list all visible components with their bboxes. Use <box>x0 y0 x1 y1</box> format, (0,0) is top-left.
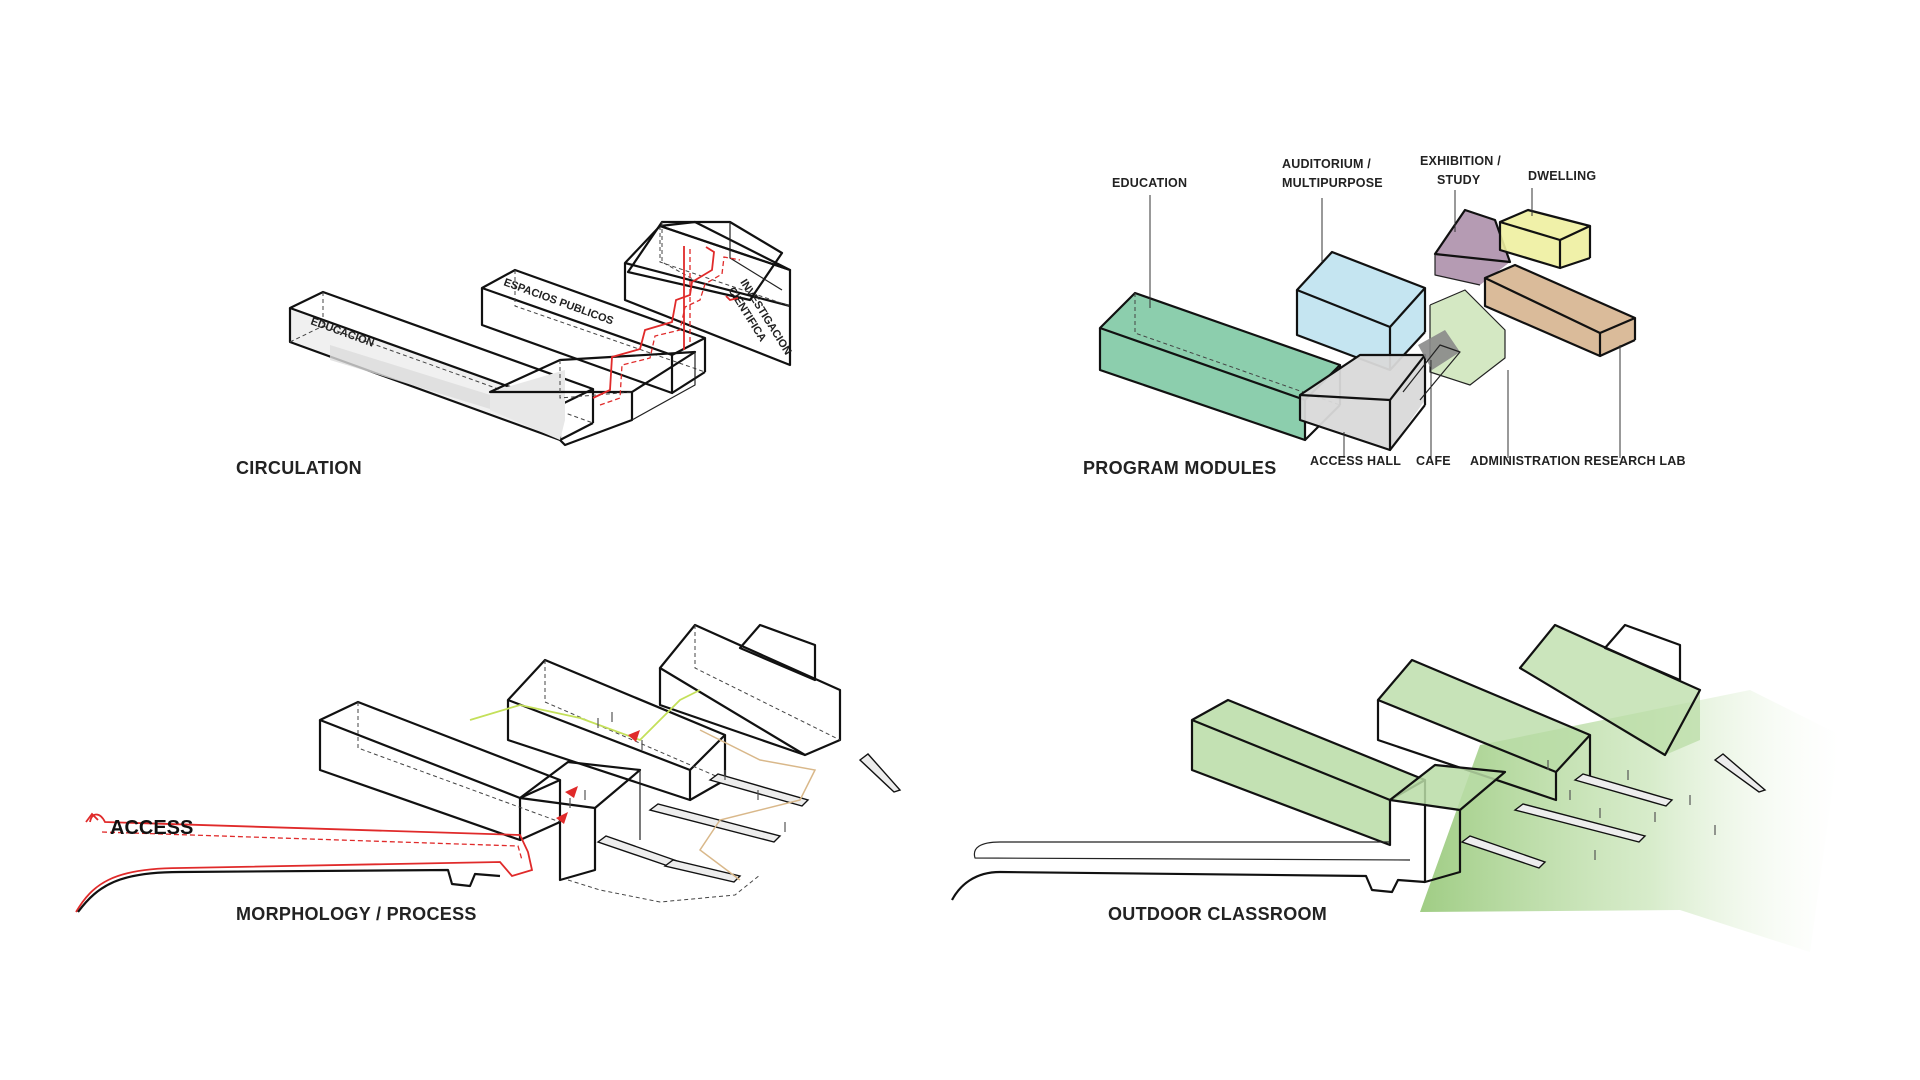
outdoor-ground-line <box>951 870 1426 901</box>
circulation-path <box>592 246 741 406</box>
caption-morphology: MORPHOLOGY / PROCESS <box>236 904 477 924</box>
investigacion-block: INVESTIGACION CIENTIFICA <box>623 220 794 367</box>
morph-ground-grid <box>567 874 761 903</box>
morph-access-block <box>518 760 642 882</box>
morph-people <box>569 712 786 832</box>
label-exhibition-2: STUDY <box>1437 173 1481 187</box>
module-cafe <box>1402 330 1461 401</box>
morph-rear-block <box>658 623 842 757</box>
label-cafe: CAFE <box>1416 454 1451 468</box>
label-dwelling: DWELLING <box>1528 169 1596 183</box>
module-administration <box>1429 289 1506 386</box>
morph-left-block <box>318 700 562 842</box>
label-education: EDUCATION <box>1112 176 1187 190</box>
circulation-panel: EDUCACION ESPACIOS PUBLICOS INVESTIGACIO… <box>236 220 794 478</box>
morph-ramps <box>596 753 902 883</box>
label-exhibition-1: EXHIBITION / <box>1420 154 1501 168</box>
module-research <box>1483 263 1637 358</box>
outdoor-people <box>1547 760 1716 860</box>
outdoor-ramps <box>1460 753 1767 869</box>
outdoor-path-line <box>973 841 1411 861</box>
morph-tan-path <box>698 729 817 881</box>
label-auditorium-2: MULTIPURPOSE <box>1282 176 1383 190</box>
program-leader-lines <box>1149 188 1621 458</box>
morph-middle-block <box>506 658 727 802</box>
upper-block <box>626 220 784 302</box>
label-research-lab: RESEARCH LAB <box>1584 454 1686 468</box>
morph-route <box>469 689 701 742</box>
morph-access-path <box>75 730 640 913</box>
module-access-hall <box>1298 353 1427 452</box>
label-access-hall: ACCESS HALL <box>1310 454 1401 468</box>
outdoor-rear-block <box>1518 623 1702 757</box>
label-auditorium-1: AUDITORIUM / <box>1282 157 1371 171</box>
morphology-panel: ACCESS MORPHOLOGY / PROCESS <box>75 623 902 924</box>
outdoor-left-block <box>1190 698 1427 847</box>
outdoor-classroom-panel: OUTDOOR CLASSROOM <box>951 623 1840 952</box>
module-auditorium <box>1295 250 1427 372</box>
access-label: ACCESS <box>110 817 193 839</box>
module-education <box>1098 291 1342 442</box>
caption-circulation: CIRCULATION <box>236 458 362 478</box>
caption-outdoor-classroom: OUTDOOR CLASSROOM <box>1108 904 1327 924</box>
module-dwelling <box>1498 208 1592 270</box>
morph-ground-line <box>77 868 501 913</box>
program-modules-panel: EDUCATION AUDITORIUM / MULTIPURPOSE EXHI… <box>1083 154 1686 478</box>
caption-program-modules: PROGRAM MODULES <box>1083 458 1277 478</box>
outdoor-access-block <box>1388 763 1507 884</box>
access-hall-block <box>488 350 697 447</box>
label-administration: ADMINISTRATION <box>1470 454 1580 468</box>
